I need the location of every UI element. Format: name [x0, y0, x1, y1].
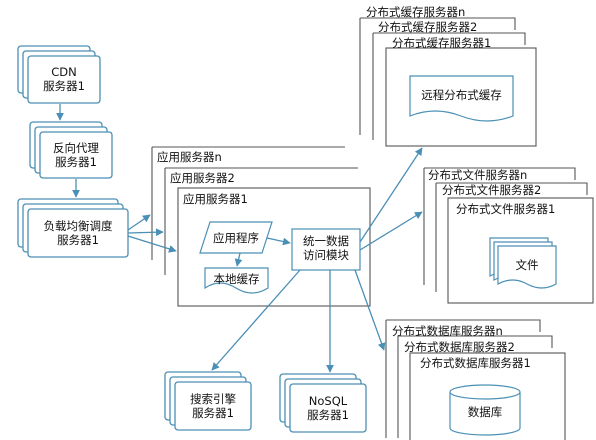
app-program-shape — [199, 221, 273, 254]
arrow-lb-to-app-n — [127, 214, 151, 231]
file-label: 文件 — [515, 258, 539, 272]
proxy-label-line1: 反向代理 — [53, 141, 99, 155]
nosql-label-line1: NoSQL — [308, 394, 348, 408]
file-server-2-label: 分布式文件服务器2 — [442, 183, 542, 197]
data-access-module-box — [291, 228, 361, 271]
file-shape — [497, 245, 557, 289]
arrow-access-to-file-servers — [359, 211, 423, 251]
cdn-server-label: CDN 服务器1 — [28, 65, 100, 93]
access-label-line1: 统一数据 — [303, 234, 349, 248]
proxy-server-box — [39, 131, 113, 179]
proxy-label-line2: 服务器1 — [55, 155, 97, 169]
database-label: 数据库 — [467, 405, 503, 419]
cache-server-2-label: 分布式缓存服务器2 — [378, 20, 478, 34]
remote-cache-label: 远程分布式缓存 — [421, 88, 502, 102]
arrow-access-to-cache-servers — [359, 147, 423, 243]
arrow-access-to-db-servers — [354, 269, 386, 351]
db-server-n-frame — [385, 319, 541, 438]
db-server-2-label: 分布式数据库服务器2 — [404, 340, 515, 354]
app-program-label: 应用程序 — [213, 231, 259, 245]
database-cylinder — [449, 384, 521, 436]
lb-server-box — [27, 208, 129, 258]
access-label-line2: 访问模块 — [303, 248, 349, 262]
nosql-server-box — [289, 383, 367, 433]
search-server-label: 搜索引擎 服务器1 — [175, 392, 251, 420]
local-cache-label: 本地缓存 — [213, 272, 260, 286]
cdn-label-line2: 服务器1 — [43, 79, 85, 93]
db-server-1-label: 分布式数据库服务器1 — [420, 356, 531, 370]
arrow-program-to-access — [266, 237, 291, 246]
arrow-program-to-cache — [234, 252, 243, 267]
cache-server-2-frame — [372, 32, 526, 140]
cdn-server-box — [27, 55, 101, 104]
app-server-n-frame — [151, 146, 345, 260]
file-server-1-label: 分布式文件服务器1 — [456, 202, 556, 216]
cdn-label-line1: CDN — [51, 65, 77, 79]
cache-server-1-label: 分布式缓存服务器1 — [392, 36, 492, 50]
local-cache-shape — [204, 267, 269, 294]
db-server-2-frame — [397, 335, 553, 438]
app-server-n-label: 应用服务器n — [157, 150, 222, 164]
app-server-2-label: 应用服务器2 — [170, 171, 235, 185]
proxy-server-label: 反向代理 服务器1 — [40, 141, 112, 169]
cache-server-n-label: 分布式缓存服务器n — [366, 5, 466, 19]
file-server-n-label: 分布式文件服务器n — [428, 168, 528, 182]
nosql-label-line2: 服务器1 — [307, 408, 349, 422]
file-server-n-frame — [423, 167, 576, 285]
lb-label-line1: 负载均衡调度 — [43, 219, 113, 233]
lb-server-label: 负载均衡调度 服务器1 — [28, 219, 128, 247]
db-server-n-label: 分布式数据库服务器n — [392, 324, 503, 338]
cache-server-n-frame — [359, 17, 516, 135]
arrow-lb-to-app-1 — [127, 235, 177, 253]
file-server-2-frame — [435, 182, 588, 292]
remote-cache-shape — [409, 75, 514, 122]
nosql-server-label: NoSQL 服务器1 — [290, 394, 366, 422]
search-label-line2: 服务器1 — [192, 406, 234, 420]
search-label-line1: 搜索引擎 — [190, 392, 236, 406]
search-server-box — [174, 381, 252, 431]
app-server-2-frame — [164, 167, 358, 275]
arrow-access-to-search — [211, 269, 301, 371]
app-server-1-label: 应用服务器1 — [183, 192, 248, 206]
data-access-module-label: 统一数据 访问模块 — [292, 234, 360, 262]
lb-label-line2: 服务器1 — [57, 233, 99, 247]
arrow-lb-to-app-2 — [127, 228, 164, 237]
